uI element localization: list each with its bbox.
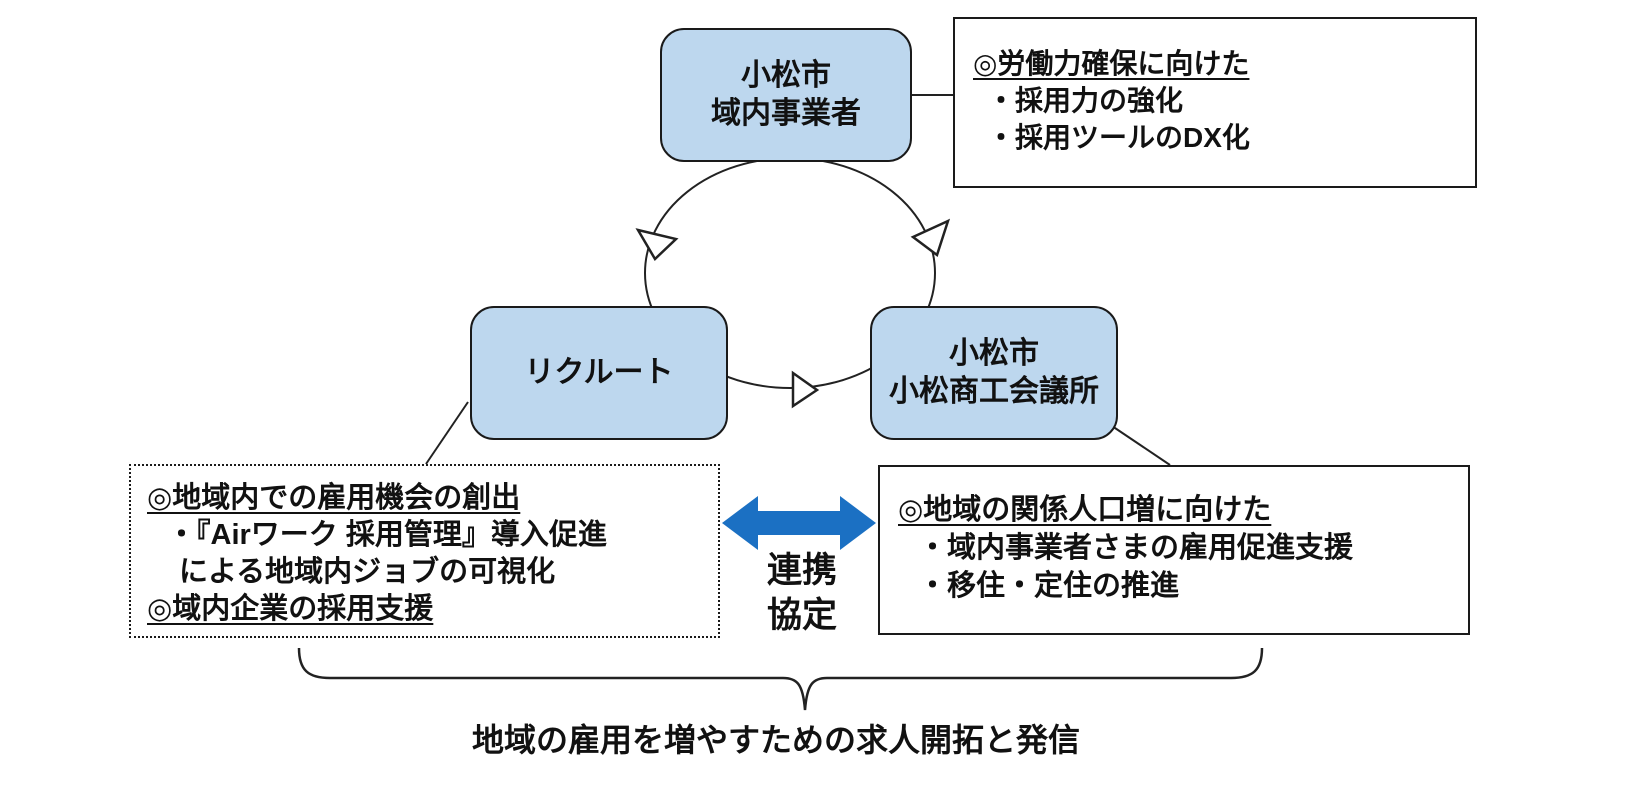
cycle-arrowhead-right-icon — [910, 218, 951, 258]
node-komatsu-local-businesses-line1: 小松市 — [741, 59, 831, 92]
note-recruit-role-heading1: ◎地域内での雇用機会の創出 — [147, 482, 521, 514]
note-recruit-role: ◎地域内での雇用機会の創出 ・『Airワーク 採用管理』導入促進 による地域内ジ… — [129, 464, 720, 638]
bottom-brace-icon — [297, 647, 1264, 711]
partnership-agreement-label: 連携 協定 — [742, 548, 862, 638]
note-chamber-role-item: ・移住・定住の推進 — [918, 570, 1180, 602]
note-recruit-role-item1-cont: による地域内ジョブの可視化 — [179, 556, 556, 588]
partnership-agreement-line1: 連携 — [766, 551, 837, 590]
node-komatsu-chamber-line2: 小松商工会議所 — [889, 375, 1099, 408]
node-komatsu-local-businesses-line2: 域内事業者 — [711, 97, 861, 130]
partnership-agreement-line2: 協定 — [766, 596, 837, 635]
node-komatsu-local-businesses: 小松市 域内事業者 — [660, 28, 912, 162]
note-labor-force-item: ・採用力の強化 — [987, 85, 1184, 116]
note-recruit-role-heading2: ◎域内企業の採用支援 — [147, 593, 434, 625]
connector-recruit-to-note — [425, 401, 469, 465]
node-recruit: リクルート — [470, 306, 728, 440]
note-chamber-role-heading: ◎地域の関係人口増に向けた — [898, 494, 1272, 526]
node-recruit-label: リクルート — [524, 356, 674, 389]
note-labor-force-item: ・採用ツールのDX化 — [987, 122, 1250, 153]
note-recruit-role-item1: ・『Airワーク 採用管理』導入促進 — [167, 519, 607, 551]
cycle-arrowhead-left-icon — [635, 228, 679, 261]
node-komatsu-chamber: 小松市 小松商工会議所 — [870, 306, 1118, 440]
bottom-caption: 地域の雇用を増やすための求人開拓と発信 — [471, 722, 1080, 758]
partnership-double-arrow-icon — [722, 496, 876, 550]
note-chamber-role: ◎地域の関係人口増に向けた ・域内事業者さまの雇用促進支援 ・移住・定住の推進 — [878, 465, 1470, 635]
cycle-arrowhead-bottom-icon — [791, 370, 820, 409]
note-labor-force: ◎労働力確保に向けた ・採用力の強化 ・採用ツールのDX化 — [953, 17, 1477, 188]
note-labor-force-heading: ◎労働力確保に向けた — [973, 48, 1250, 79]
note-chamber-role-item: ・域内事業者さまの雇用促進支援 — [918, 532, 1354, 564]
connector-chamber-to-note — [1111, 425, 1171, 466]
node-komatsu-chamber-line1: 小松市 — [949, 337, 1039, 370]
